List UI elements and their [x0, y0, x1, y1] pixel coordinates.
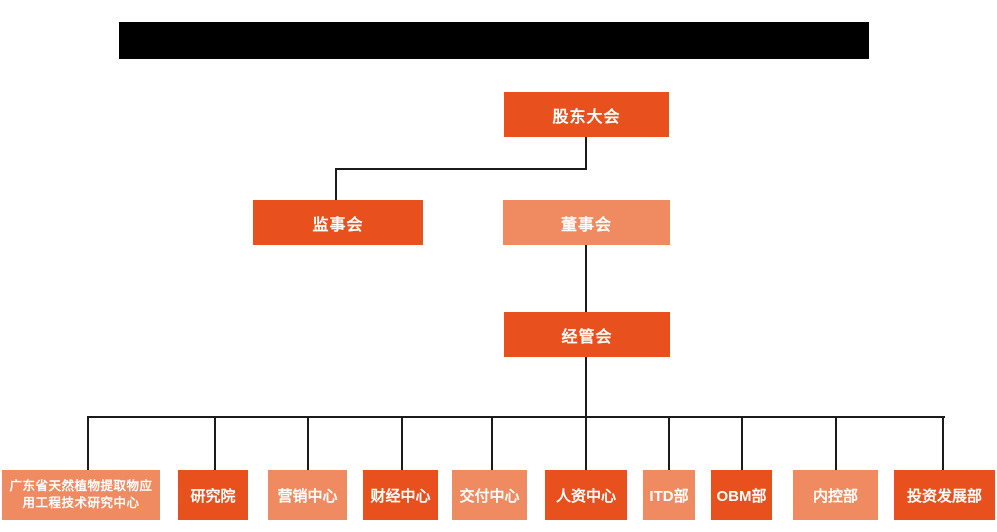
org-node-label: OBM部 — [716, 487, 767, 505]
connector-drop-dept-4 — [401, 416, 403, 471]
org-node-itd-department: ITD部 — [643, 470, 695, 520]
org-node-management-committee: 经管会 — [504, 312, 670, 357]
org-node-internal-control-department: 内控部 — [793, 470, 878, 520]
org-node-label: 内控部 — [812, 487, 858, 505]
org-node-hr-center: 人资中心 — [545, 470, 627, 520]
org-node-board-of-directors: 董事会 — [503, 200, 670, 245]
connector-supervisors-drop — [335, 168, 337, 200]
org-node-supervisory-board: 监事会 — [253, 200, 423, 245]
org-node-label: 营销中心 — [277, 487, 338, 505]
org-node-obm-department: OBM部 — [711, 470, 772, 520]
connector-directors-to-management — [585, 245, 587, 312]
org-node-label: 监事会 — [312, 216, 364, 234]
org-node-label: 经管会 — [561, 328, 613, 346]
connector-departments-horizontal — [87, 416, 945, 418]
connector-drop-dept-2 — [214, 416, 216, 471]
org-node-label: ITD部 — [649, 487, 689, 505]
connector-drop-dept-9 — [835, 416, 837, 471]
org-node-research-center: 广东省天然植物提取物应用工程技术研究中心 — [2, 470, 160, 520]
org-node-label: 广东省天然植物提取物应用工程技术研究中心 — [9, 479, 153, 510]
connector-drop-dept-8 — [741, 416, 743, 471]
connector-drop-dept-10 — [942, 416, 944, 471]
connector-shareholders-down — [585, 137, 587, 170]
connector-drop-dept-7 — [668, 416, 670, 471]
connector-drop-dept-3 — [307, 416, 309, 471]
org-node-label: 人资中心 — [555, 487, 616, 505]
org-node-finance-center: 财经中心 — [363, 470, 438, 520]
org-node-label: 交付中心 — [459, 487, 520, 505]
redacted-title-bar — [119, 22, 869, 59]
org-node-label: 财经中心 — [370, 487, 431, 505]
connector-level2-horizontal — [335, 168, 587, 170]
org-node-label: 研究院 — [190, 487, 236, 505]
org-node-label: 投资发展部 — [906, 487, 982, 505]
org-node-label: 股东大会 — [552, 108, 621, 126]
org-node-delivery-center: 交付中心 — [452, 470, 527, 520]
connector-drop-dept-1 — [87, 416, 89, 471]
org-node-label: 董事会 — [560, 216, 612, 234]
org-node-marketing-center: 营销中心 — [268, 470, 347, 520]
connector-drop-dept-5 — [491, 416, 493, 471]
connector-management-down — [585, 357, 587, 471]
org-node-investment-development-department: 投资发展部 — [894, 470, 995, 520]
org-node-research-institute: 研究院 — [178, 470, 248, 520]
org-node-shareholders-meeting: 股东大会 — [504, 92, 669, 137]
